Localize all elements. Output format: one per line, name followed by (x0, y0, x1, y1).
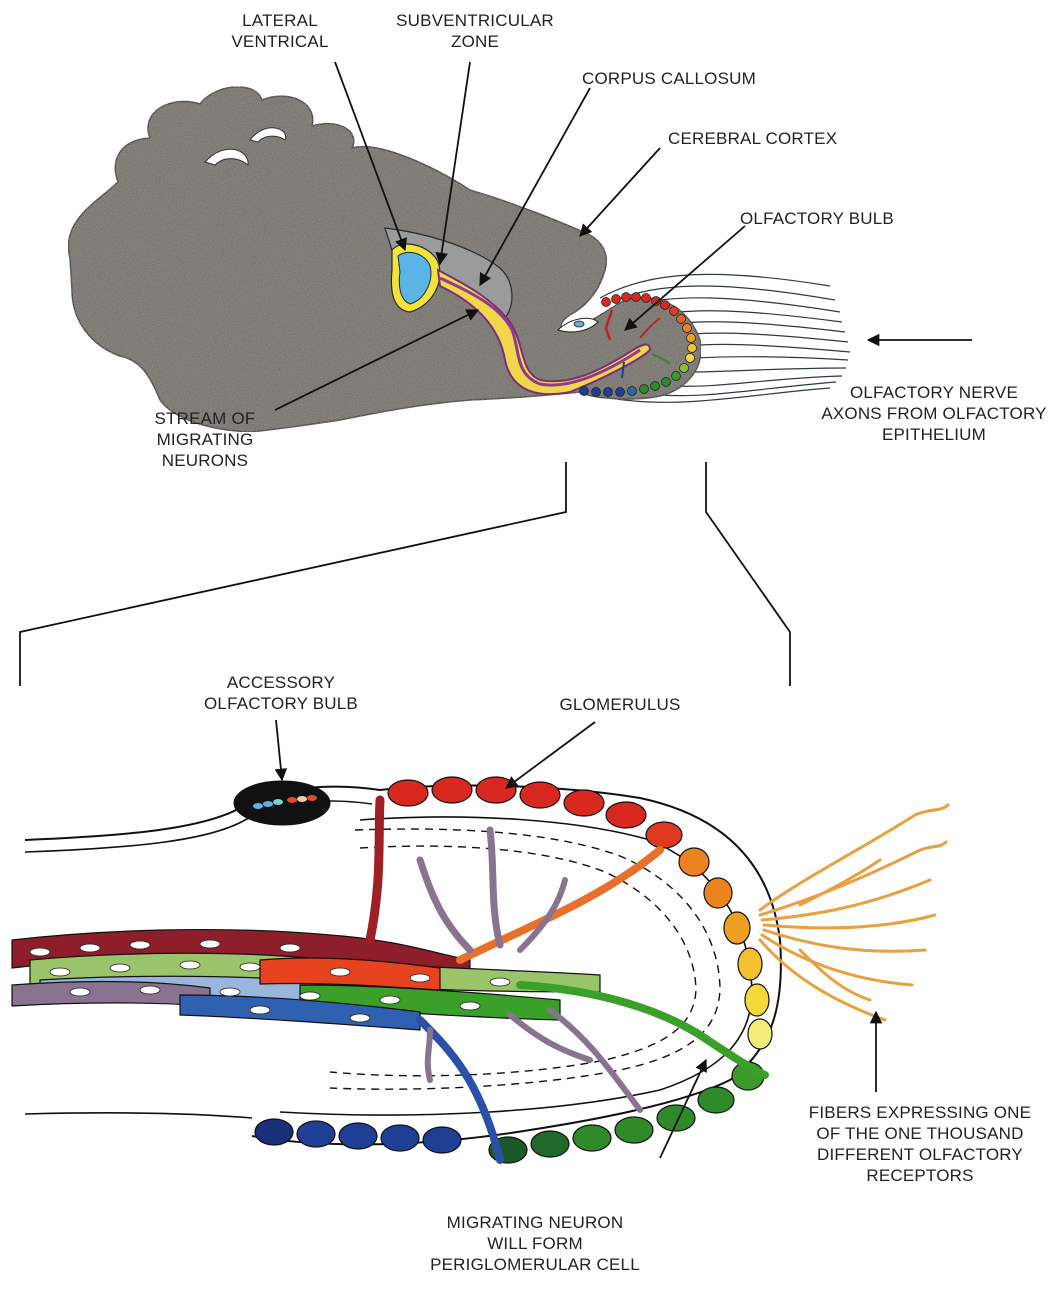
neuron-red (370, 800, 380, 940)
neuron-green (520, 985, 765, 1075)
accessory-bulb-small (574, 321, 584, 327)
label-accessory-olfactory-bulb: ACCESSORY OLFACTORY BULB (196, 672, 366, 714)
label-migrating-neuron: MIGRATING NEURON WILL FORM PERIGLOMERULA… (410, 1212, 660, 1275)
label-stream-of-migrating-neurons: STREAM OF MIGRATING NEURONS (135, 408, 275, 471)
label-lateral-ventrical: LATERAL VENTRICAL (230, 10, 330, 52)
label-corpus-callosum: CORPUS CALLOSUM (582, 68, 756, 89)
zoom-bracket (20, 462, 790, 686)
bulb-lower-line (25, 1113, 252, 1118)
receptor-fibers (760, 805, 948, 1020)
label-subventricular-zone: SUBVENTRICULAR ZONE (375, 10, 575, 52)
enlarged-olfactory-bulb (12, 720, 948, 1163)
brain-tissue (68, 87, 701, 432)
label-olfactory-bulb: OLFACTORY BULB (740, 208, 894, 229)
brain-sagittal-view (20, 62, 972, 686)
label-olfactory-nerve: OLFACTORY NERVE AXONS FROM OLFACTORY EPI… (808, 382, 1060, 445)
label-cerebral-cortex: CEREBRAL CORTEX (668, 128, 837, 149)
label-fibers-expressing: FIBERS EXPRESSING ONE OF THE ONE THOUSAN… (780, 1102, 1060, 1186)
label-glomerulus: GLOMERULUS (520, 694, 720, 715)
